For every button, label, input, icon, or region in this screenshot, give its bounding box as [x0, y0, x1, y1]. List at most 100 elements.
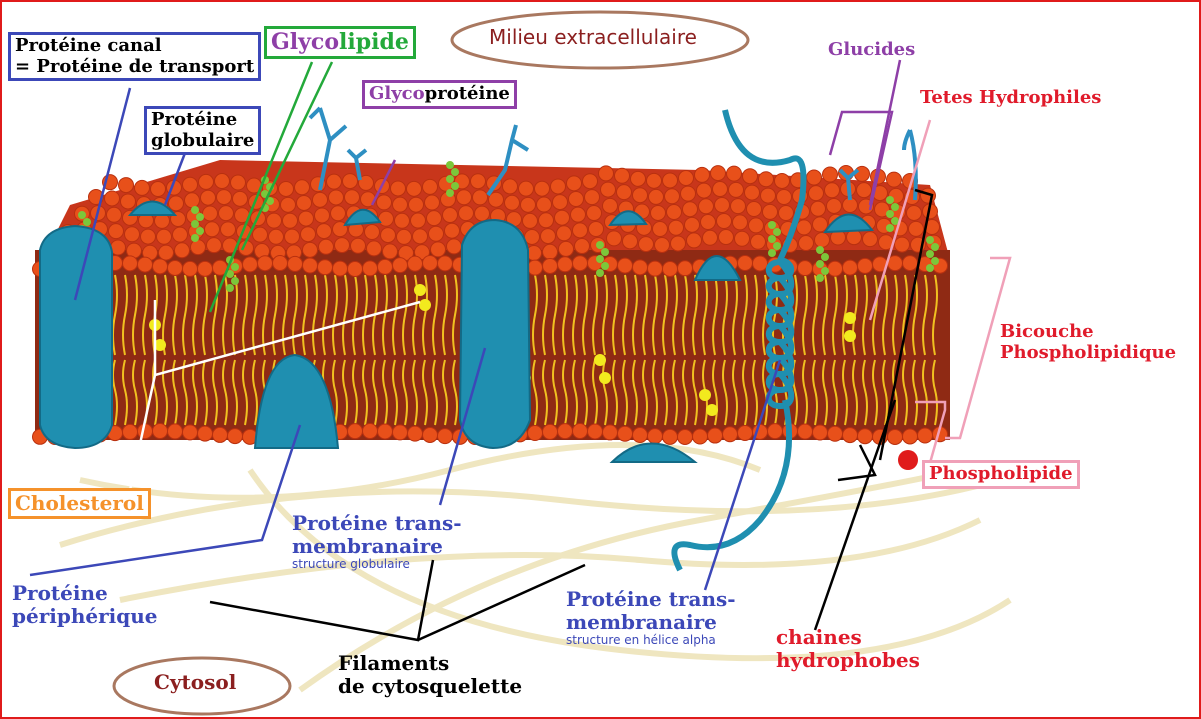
label-proteine-canal-line1: Protéine canal [15, 36, 254, 57]
phospholipid-head [367, 241, 382, 256]
phospholipid-head [679, 171, 694, 186]
sugar-unit [886, 224, 894, 232]
phospholipid-head [617, 185, 632, 200]
phospholipid-head [168, 424, 183, 439]
phospholipid-head [528, 260, 543, 275]
phospholipid-head [828, 426, 843, 441]
label-trans2-line2: membranaire [566, 611, 736, 634]
sugar-unit [816, 274, 824, 282]
phospholipid-head [397, 229, 412, 244]
label-bicouche-line2: Phospholipidique [1000, 343, 1176, 364]
phospholipid-head [408, 426, 423, 441]
phospholipid-head [631, 171, 646, 186]
phospholipid-head [473, 190, 488, 205]
phospholipid-head [279, 181, 294, 196]
phospholipid-head [183, 425, 198, 440]
phospholipid-head [539, 213, 554, 228]
sugar-unit [926, 264, 934, 272]
phospholipid-head [431, 242, 446, 257]
phospholipid-head [589, 222, 604, 237]
sugar-unit [821, 253, 829, 261]
phospholipid-head [639, 237, 654, 252]
phospholipid-head [123, 424, 138, 439]
label-peripherique-line2: périphérique [12, 605, 157, 628]
phospholipid-head [378, 259, 393, 274]
sugar-unit [596, 255, 604, 263]
phospholipid-head [671, 236, 686, 251]
phospholipid-head [779, 205, 794, 220]
phospholipid-head [541, 229, 556, 244]
phospholipid-head [667, 205, 682, 220]
phospholipid-head [168, 260, 183, 275]
phospholipid-head [663, 173, 678, 188]
phospholipid-head [695, 167, 710, 182]
phospholipid-head [169, 196, 184, 211]
phospholipid-head [753, 256, 768, 271]
phospholipid-head [107, 207, 122, 222]
phospholipid-head [558, 424, 573, 439]
phospholipid-head [648, 261, 663, 276]
sugar-unit [601, 248, 609, 256]
phospholipid-head [857, 183, 872, 198]
phospholipid-head [543, 258, 558, 273]
phospholipid-head [203, 206, 218, 221]
phospholipid-head [315, 208, 330, 223]
phospholipid-head [288, 256, 303, 271]
phospholipid-head [175, 243, 190, 258]
phospholipid-head [729, 182, 744, 197]
phospholipid-head [157, 229, 172, 244]
cholesterol-unit [706, 404, 718, 416]
phospholipid-head [777, 189, 792, 204]
label-filaments-cytosquelette: Filaments de cytosquelette [338, 652, 522, 698]
phospholipid-head [348, 424, 363, 439]
phospholipid-head [569, 191, 584, 206]
phospholipid-head [528, 425, 543, 440]
phospholipid-head [907, 205, 922, 220]
label-tetes-hydrophiles: Tetes Hydrophiles [920, 88, 1101, 109]
phospholipid-head [423, 427, 438, 442]
label-glucides: Glucides [828, 40, 915, 61]
highlighted-phospholipid-head [898, 450, 918, 470]
phospholipid-head [633, 260, 648, 275]
label-chaines-hydrophobes: chaines hydrophobes [776, 626, 920, 672]
phospholipid-head [159, 245, 174, 260]
phospholipid-head [651, 205, 666, 220]
label-cholesterol: Cholesterol [8, 488, 151, 519]
phospholipid-head [747, 202, 762, 217]
phospholipid-head [105, 191, 120, 206]
phospholipid-head [343, 174, 358, 189]
phospholipid-head [687, 233, 702, 248]
phospholipid-head [918, 428, 933, 443]
phospholipid-head [427, 211, 442, 226]
phospholipid-head [573, 223, 588, 238]
phospholipid-head [267, 213, 282, 228]
sugar-unit [886, 196, 894, 204]
label-proteine-canal-line2: = Protéine de transport [15, 57, 254, 78]
phospholipid-head [827, 198, 842, 213]
phospholipid-head [607, 231, 622, 246]
phospholipid-head [553, 195, 568, 210]
phospholipid-head [551, 179, 566, 194]
phospholipid-head [693, 429, 708, 444]
phospholipid-head [719, 230, 734, 245]
phospholipid-head [303, 258, 318, 273]
label-proteine-trans-globulaire: Protéine trans- membranaire structure gl… [292, 512, 462, 572]
phospholipid-head [727, 166, 742, 181]
phospholipid-head [731, 199, 746, 214]
phospholipid-head [663, 261, 678, 276]
label-filaments-line1: Filaments [338, 652, 522, 675]
cholesterol-unit [599, 372, 611, 384]
sugar-unit [191, 234, 199, 242]
label-proteine-globulaire-line1: Protéine [151, 110, 254, 131]
sugar-unit [768, 221, 776, 229]
sugar-unit [768, 235, 776, 243]
phospholipid-head [138, 257, 153, 272]
cholesterol-unit [414, 284, 426, 296]
label-peripherique-line1: Protéine [12, 582, 157, 605]
label-glycolipide: Glycolipide [264, 26, 416, 59]
phospholipid-head [233, 191, 248, 206]
sugar-unit [446, 189, 454, 197]
phospholipid-head [335, 238, 350, 253]
label-filaments-line2: de cytosquelette [338, 675, 522, 698]
sugar-unit [191, 220, 199, 228]
